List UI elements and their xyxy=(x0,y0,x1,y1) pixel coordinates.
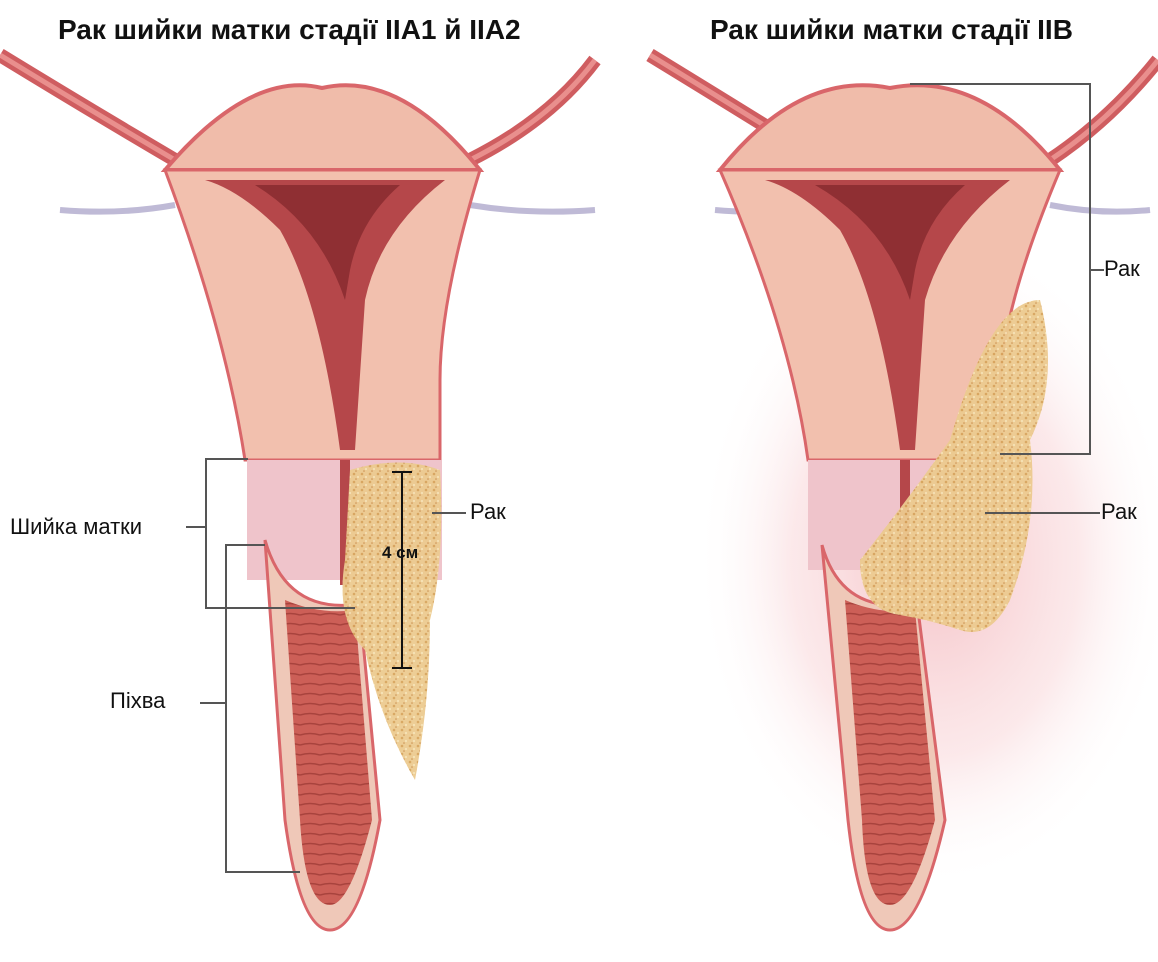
label-cervix: Шийка матки xyxy=(10,514,142,540)
label-measurement: 4 см xyxy=(382,543,418,563)
label-cancer-left: Рак xyxy=(470,499,506,525)
panel-title-right: Рак шийки матки стадії IIB xyxy=(710,14,1073,46)
label-cancer-right-upper: Рак xyxy=(1104,256,1140,282)
label-vagina: Піхва xyxy=(110,688,165,714)
right-uterus-illustration xyxy=(650,55,1158,930)
label-cancer-right-lower: Рак xyxy=(1101,499,1137,525)
left-uterus-illustration xyxy=(0,55,595,930)
panel-title-left: Рак шийки матки стадії IIA1 й IIA2 xyxy=(58,14,521,46)
